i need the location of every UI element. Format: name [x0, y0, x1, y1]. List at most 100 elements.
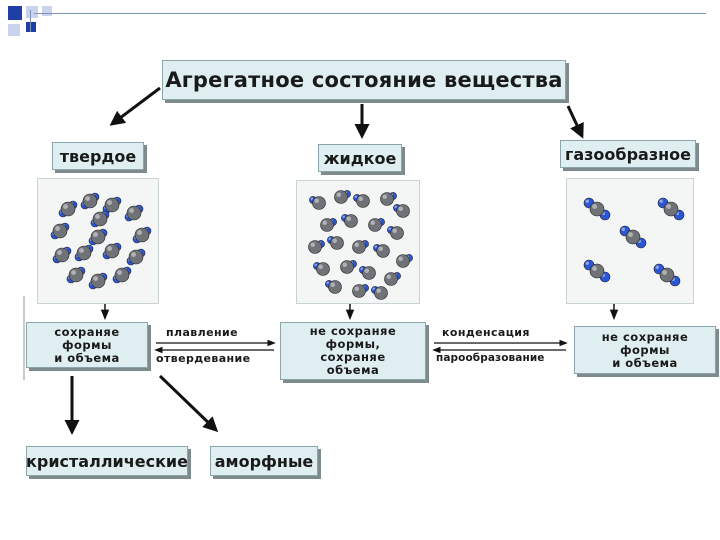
- solid-atom-gray: [68, 267, 84, 283]
- liquid-atom-gray-highlight: [310, 242, 315, 247]
- liquid-atom-gray-highlight: [322, 220, 327, 225]
- liquid-atom-blue-highlight: [354, 195, 357, 198]
- transition-melting: плавление: [166, 326, 238, 339]
- solid-atom-gray-highlight: [137, 230, 142, 235]
- title-text: Агрегатное состояние вещества: [165, 68, 563, 92]
- header-line: [34, 13, 706, 14]
- liquid-atom-gray-highlight: [358, 196, 363, 201]
- liquid-atom-blue-highlight: [394, 205, 397, 208]
- solid-atom-gray-highlight: [131, 252, 136, 257]
- liquid-atom-gray: [376, 244, 390, 258]
- solid-atom-gray-highlight: [93, 232, 98, 237]
- gas-atom-blue-highlight: [585, 261, 589, 265]
- gas-atom-blue-highlight: [655, 265, 659, 269]
- transition-vaporization: парообразование: [436, 352, 545, 364]
- liquid-atom-gray-highlight: [364, 268, 369, 273]
- liquid-atom-gray-highlight: [382, 194, 387, 199]
- liquid-prop-line-1: не сохраняе: [309, 324, 397, 338]
- liquid-atom-gray-highlight: [398, 256, 403, 261]
- solid-prop-line-1: сохраняе: [54, 324, 120, 339]
- liquid-atom-gray: [384, 272, 398, 286]
- arrow-solid-to-amorphous: [158, 374, 219, 433]
- solid-atom-gray: [52, 223, 68, 239]
- liquid-atom-blue-highlight: [326, 281, 329, 284]
- solid-atom-gray: [104, 243, 120, 259]
- logo-square-2: [26, 6, 38, 18]
- solid-atom-gray-highlight: [95, 214, 100, 219]
- state-box-liquid: жидкое: [318, 144, 402, 172]
- solid-atom-gray-highlight: [71, 270, 76, 275]
- gas-atom-blue-highlight: [621, 227, 625, 231]
- transition-condensation: конденсация: [442, 326, 530, 339]
- liquid-atom-gray: [328, 280, 342, 294]
- liquid-atom-gray: [344, 214, 358, 228]
- gas-properties-box: не сохраняе формы и объема: [574, 326, 716, 374]
- solid-atom-gray: [90, 273, 106, 289]
- liquid-atom-gray-highlight: [330, 282, 335, 287]
- state-box-solid: твердое: [52, 142, 144, 170]
- title-box: Агрегатное состояние вещества: [162, 60, 566, 100]
- liquid-atom-gray-highlight: [354, 242, 359, 247]
- gas-prop-line-3: и объема: [612, 355, 678, 370]
- liquid-atom-blue-highlight: [372, 287, 375, 290]
- arrow-title-to-solid: [109, 86, 161, 126]
- solid-prop-line-2: формы: [62, 337, 112, 352]
- liquid-atom-gray: [352, 284, 366, 298]
- crystalline-box: кристаллические: [26, 446, 188, 476]
- liquid-atom-gray: [368, 218, 382, 232]
- solid-atom-gray-highlight: [107, 246, 113, 251]
- solid-atom-gray: [90, 229, 106, 245]
- liquid-prop-line-4: объема: [326, 363, 380, 377]
- liquid-atom-gray-highlight: [370, 220, 375, 225]
- liquid-atom-gray: [316, 262, 330, 276]
- solid-atom-gray-highlight: [117, 270, 123, 275]
- liquid-atom-blue-highlight: [388, 227, 391, 230]
- gas-prop-line-2: формы: [620, 342, 670, 357]
- liquid-atom-gray: [330, 236, 344, 250]
- liquid-atom-gray-highlight: [342, 262, 347, 267]
- gas-molecules-panel: [566, 178, 694, 304]
- liquid-atom-gray: [308, 240, 322, 254]
- liquid-atom-gray: [334, 190, 348, 204]
- solid-atom-gray: [92, 211, 108, 227]
- liquid-atom-gray: [396, 254, 410, 268]
- solid-atom-gray: [82, 193, 98, 209]
- gas-atom-gray-highlight: [666, 204, 671, 209]
- solid-atom-gray: [114, 267, 130, 283]
- logo-square-3: [42, 6, 52, 16]
- liquid-atom-blue-highlight: [360, 267, 363, 270]
- crystalline-label: кристаллические: [26, 451, 188, 471]
- solid-molecules-panel: [37, 178, 159, 304]
- liquid-atom-gray: [352, 240, 366, 254]
- solid-atom-gray-highlight: [63, 204, 68, 209]
- gas-atom-gray-highlight: [662, 270, 667, 275]
- solid-atom-gray: [76, 245, 92, 261]
- liquid-atom-blue-highlight: [314, 263, 317, 266]
- state-label-gas: газообразное: [564, 144, 692, 164]
- left-margin-line: [30, 10, 31, 32]
- solid-atom-gray: [54, 247, 70, 263]
- liquid-atom-gray-highlight: [386, 274, 391, 279]
- arrow-title-to-gas: [566, 105, 584, 139]
- liquid-atom-gray: [380, 192, 394, 206]
- solid-atom-gray-highlight: [55, 226, 60, 231]
- gas-atom-gray: [663, 201, 679, 217]
- liquid-atom-gray-highlight: [332, 238, 337, 243]
- liquid-atom-gray-highlight: [314, 198, 319, 203]
- solid-atom-gray-highlight: [129, 208, 134, 213]
- solid-molecules-illustration: [50, 192, 152, 290]
- gas-atom-gray: [589, 201, 605, 217]
- gas-atom-blue-highlight: [659, 199, 663, 203]
- logo-square-4: [26, 22, 36, 32]
- liquid-atom-gray: [356, 194, 370, 208]
- gas-atom-gray: [659, 267, 675, 283]
- gas-atom-gray-highlight: [592, 204, 597, 209]
- state-box-gas: газообразное: [560, 140, 696, 168]
- liquid-atom-gray-highlight: [354, 286, 359, 291]
- gas-atom-gray-highlight: [592, 266, 597, 271]
- liquid-atom-gray-highlight: [392, 228, 397, 233]
- logo-square-5: [8, 24, 20, 36]
- liquid-prop-line-3: сохраняе: [320, 350, 386, 364]
- solid-atom-gray-highlight: [79, 248, 84, 253]
